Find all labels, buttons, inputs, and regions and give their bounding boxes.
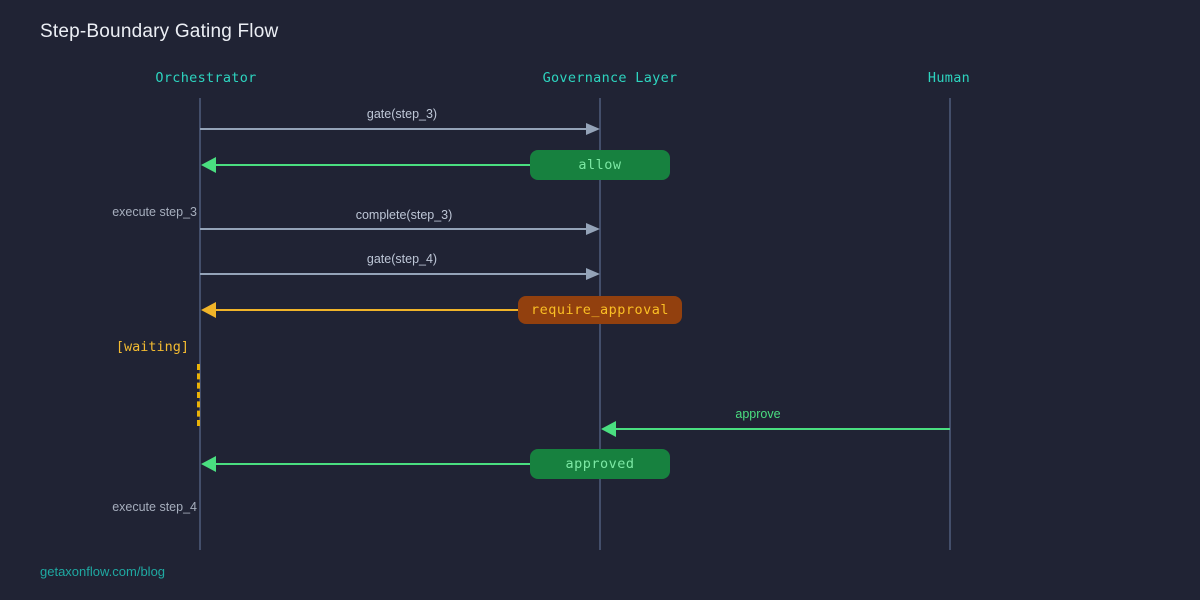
arrow-approved (214, 463, 600, 465)
arrow-approve (616, 428, 950, 430)
arrow-allow (214, 164, 600, 166)
message-label-gate-step4: gate(step_4) (366, 252, 438, 266)
arrowhead-right-icon (586, 268, 600, 280)
actor-label-human: Human (927, 70, 971, 86)
arrowhead-left-icon (201, 157, 216, 173)
arrowhead-right-icon (586, 123, 600, 135)
actor-label-orchestrator: Orchestrator (155, 70, 257, 86)
arrowhead-left-icon (201, 302, 216, 318)
lifeline-orchestrator (199, 98, 201, 550)
arrow-gate-step3 (200, 128, 588, 130)
waiting-gap-dashes (197, 364, 200, 426)
message-label-gate-step3: gate(step_3) (366, 107, 438, 121)
arrowhead-right-icon (586, 223, 600, 235)
arrow-complete-step3 (200, 228, 588, 230)
badge-require-approval: require_approval (518, 296, 682, 324)
note-waiting: [waiting] (115, 339, 189, 355)
arrowhead-left-icon (201, 456, 216, 472)
actor-label-governance-layer: Governance Layer (542, 70, 678, 86)
message-label-complete-step3: complete(step_3) (355, 208, 453, 222)
note-execute-step4: execute step_4 (112, 500, 197, 514)
note-execute-step3: execute step_3 (112, 205, 197, 219)
lifeline-human (949, 98, 951, 550)
arrow-gate-step4 (200, 273, 588, 275)
lifeline-governance-layer (599, 98, 601, 550)
message-label-approve: approve (735, 407, 781, 421)
badge-approved: approved (530, 449, 670, 479)
arrow-require-approval (214, 309, 600, 311)
badge-allow: allow (530, 150, 670, 180)
footer-link[interactable]: getaxonflow.com/blog (40, 564, 166, 579)
arrowhead-left-icon (601, 421, 616, 437)
page-title: Step-Boundary Gating Flow (40, 21, 279, 42)
